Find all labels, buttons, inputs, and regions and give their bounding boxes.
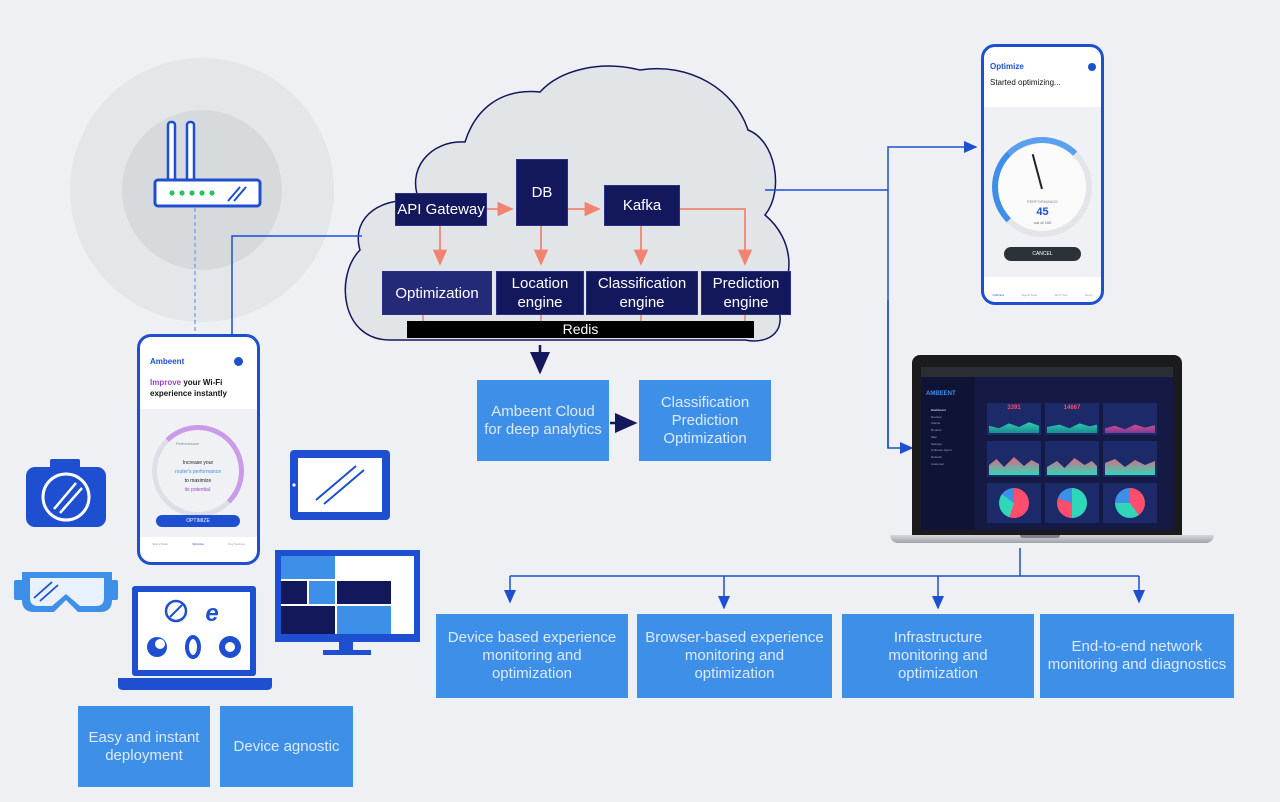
vr-headset-icon xyxy=(14,572,118,612)
laptop-mockup: AMBEENT Dashboard Devices Clients Router… xyxy=(912,355,1182,535)
laptop-sidebar: AMBEENT Dashboard Devices Clients Router… xyxy=(921,377,975,530)
right-phone-nav-item[interactable]: Signal Scan xyxy=(1021,293,1038,297)
laptop-menu-item[interactable]: Network xyxy=(931,454,943,459)
laptop-screen: AMBEENT Dashboard Devices Clients Router… xyxy=(921,367,1173,530)
laptop-menu-item[interactable]: Customer xyxy=(931,461,945,466)
laptop-menu-item[interactable]: Map xyxy=(931,434,937,439)
to-laptop-connector xyxy=(887,300,914,454)
laptop-menu-item[interactable]: Settings xyxy=(931,441,942,446)
left-phone-text: Increase your router's performance to ma… xyxy=(162,459,234,495)
cloud-internal-arrows xyxy=(422,201,753,321)
left-phone-line1: Increase your xyxy=(182,460,214,466)
device-experience-box: Device based experience monitoring and o… xyxy=(436,614,628,698)
kafka-box: Kafka xyxy=(604,185,680,226)
laptop-wave-1 xyxy=(989,422,1039,433)
laptop-base xyxy=(890,535,1214,543)
right-phone-cancel-button[interactable]: CANCEL xyxy=(1004,247,1081,261)
left-phone-nav: Signal Scan Optimize Key Devices xyxy=(140,542,257,546)
prediction-engine-box: Prediction engine xyxy=(701,271,791,315)
end-to-end-box: End-to-end network monitoring and diagno… xyxy=(1040,614,1234,698)
left-phone-line4: its potential. xyxy=(184,487,212,493)
desktop-monitor-icon xyxy=(275,550,420,655)
left-phone-user-icon xyxy=(234,357,243,366)
classification-engine-box: Classification engine xyxy=(586,271,698,315)
left-phone-optimize-button[interactable]: OPTIMIZE xyxy=(156,515,240,527)
classification-prediction-box: Classification Prediction Optimization xyxy=(639,380,771,461)
laptop-menu-item[interactable]: Clients xyxy=(931,421,941,426)
left-phone-mockup: Ambeent Improve your Wi-Fi experience in… xyxy=(137,334,260,565)
laptop-wave-2 xyxy=(1047,423,1097,433)
right-phone-nav-item[interactable]: Optimize xyxy=(992,293,1005,297)
right-phone-user-icon xyxy=(1088,63,1096,71)
laptop-notch xyxy=(1020,535,1060,538)
laptop-pie-2 xyxy=(1057,488,1087,518)
left-phone-headline-rest: your Wi-Fi xyxy=(181,378,223,387)
redis-bar: Redis xyxy=(407,321,754,338)
laptop-menu-item[interactable]: Dashboard xyxy=(931,408,946,412)
laptop-branch-connectors xyxy=(504,548,1145,610)
left-phone-nav-item[interactable]: Signal Scan xyxy=(152,542,169,546)
laptop-browser-bar xyxy=(921,367,1173,377)
ie-icon: e xyxy=(205,600,218,627)
easy-deployment-box: Easy and instant deployment xyxy=(78,706,210,787)
db-box: DB xyxy=(516,159,568,226)
left-phone-nav-item[interactable]: Optimize xyxy=(192,542,205,546)
left-phone-line2: router's performance xyxy=(175,469,221,475)
browser-experience-box: Browser-based experience monitoring and … xyxy=(637,614,832,698)
laptop-menu: Dashboard Devices Clients Routers Map Se… xyxy=(931,407,952,467)
left-phone-brand: Ambeent xyxy=(150,357,185,366)
right-phone-nav-item[interactable]: Wi-Fi Test xyxy=(1054,293,1068,297)
camera-icon xyxy=(26,459,106,527)
laptop-menu-item[interactable]: Routers xyxy=(931,428,942,433)
laptop-pie-1 xyxy=(999,488,1029,518)
left-phone-line3: to maximize xyxy=(184,478,212,484)
left-phone-gauge xyxy=(152,425,244,517)
right-phone-mockup: Optimize Started optimizing... PERFORMAN… xyxy=(981,44,1104,305)
location-engine-box: Location engine xyxy=(496,271,584,315)
tablet-icon xyxy=(290,450,390,520)
left-phone-headline-line2: experience instantly xyxy=(150,389,227,398)
right-phone-value: 45 xyxy=(1036,206,1049,218)
laptop-wave-3 xyxy=(1105,424,1155,433)
left-phone-headline-accent: Improve xyxy=(150,378,182,387)
router-icon xyxy=(153,120,262,208)
api-gateway-box: API Gateway xyxy=(395,193,487,226)
right-phone-out-of: out of 100 xyxy=(1033,220,1052,225)
laptop-stat-2: 14667 xyxy=(1063,405,1081,411)
laptop-stat-1: 3391 xyxy=(1007,405,1021,411)
left-phone-headline: Improve your Wi-Fi experience instantly xyxy=(150,377,255,399)
right-phone-nav: Optimize Signal Scan Wi-Fi Test Setup xyxy=(984,293,1101,297)
laptop-pie-3 xyxy=(1115,488,1145,518)
optimization-box: Optimization xyxy=(382,271,492,315)
right-phone-nav-item[interactable]: Setup xyxy=(1084,293,1093,297)
laptop-menu-item[interactable]: Devices xyxy=(931,414,942,419)
laptop-brand: AMBEENT xyxy=(926,391,956,397)
ambeent-cloud-box: Ambeent Cloud for deep analytics xyxy=(477,380,609,461)
opera-icon xyxy=(185,635,201,659)
right-phone-perf-label: PERFORMANCE xyxy=(1026,199,1059,204)
left-phone-nav-item[interactable]: Key Devices xyxy=(228,542,245,546)
right-phone-status: Started optimizing... xyxy=(990,78,1061,87)
left-phone-gauge-caption: Performance xyxy=(176,441,199,446)
right-phone-title: Optimize xyxy=(990,62,1024,71)
laptop-menu-item[interactable]: Ambeent Agent xyxy=(931,448,952,453)
vr-label: VR xyxy=(82,583,103,600)
device-agnostic-box: Device agnostic xyxy=(220,706,353,787)
browser-laptop-icon: e xyxy=(118,586,272,690)
infrastructure-box: Infrastructure monitoring and optimizati… xyxy=(842,614,1034,698)
phone-cloud-connector xyxy=(231,235,362,334)
